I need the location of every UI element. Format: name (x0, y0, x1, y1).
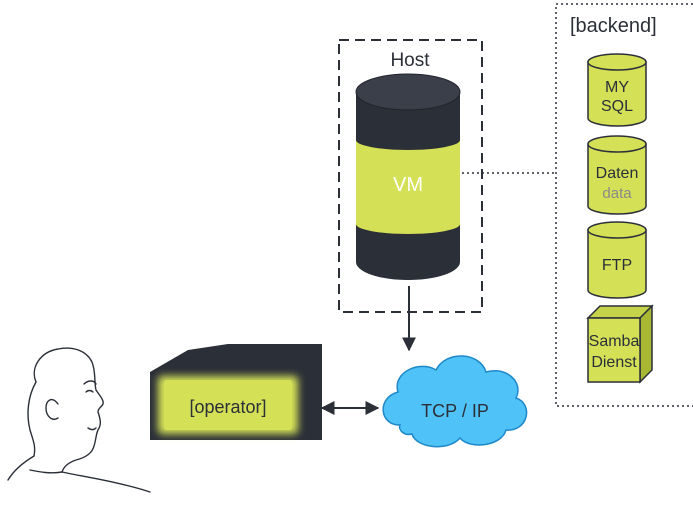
person-icon (7, 347, 151, 493)
operator-console (150, 344, 322, 440)
host-box (338, 39, 483, 313)
ftp-cylinder (587, 221, 647, 299)
samba-label-line1: Samba (589, 333, 640, 350)
daten-label-line2: data (602, 185, 632, 202)
mysql-label-line2: SQL (601, 98, 633, 115)
operator-label: [operator] (189, 397, 266, 417)
vm-label: VM (393, 174, 423, 196)
ftp-label: FTP (602, 257, 632, 274)
samba-cube (586, 304, 654, 384)
network-cloud (382, 355, 528, 448)
mysql-label-line1: MY (605, 79, 629, 96)
samba-label-line2: Dienst (591, 354, 637, 371)
daten-cylinder (587, 135, 647, 215)
network-label: TCP / IP (421, 401, 489, 421)
backend-title: [backend] (570, 15, 657, 37)
daten-label-line1: Daten (596, 165, 639, 182)
backend-group: [backend] MY SQL Daten data FTP Samba Di… (555, 3, 693, 407)
vm-cylinder (355, 73, 461, 280)
host-group: Host VM (338, 39, 483, 313)
mysql-cylinder (587, 53, 647, 127)
host-title: Host (390, 50, 430, 71)
